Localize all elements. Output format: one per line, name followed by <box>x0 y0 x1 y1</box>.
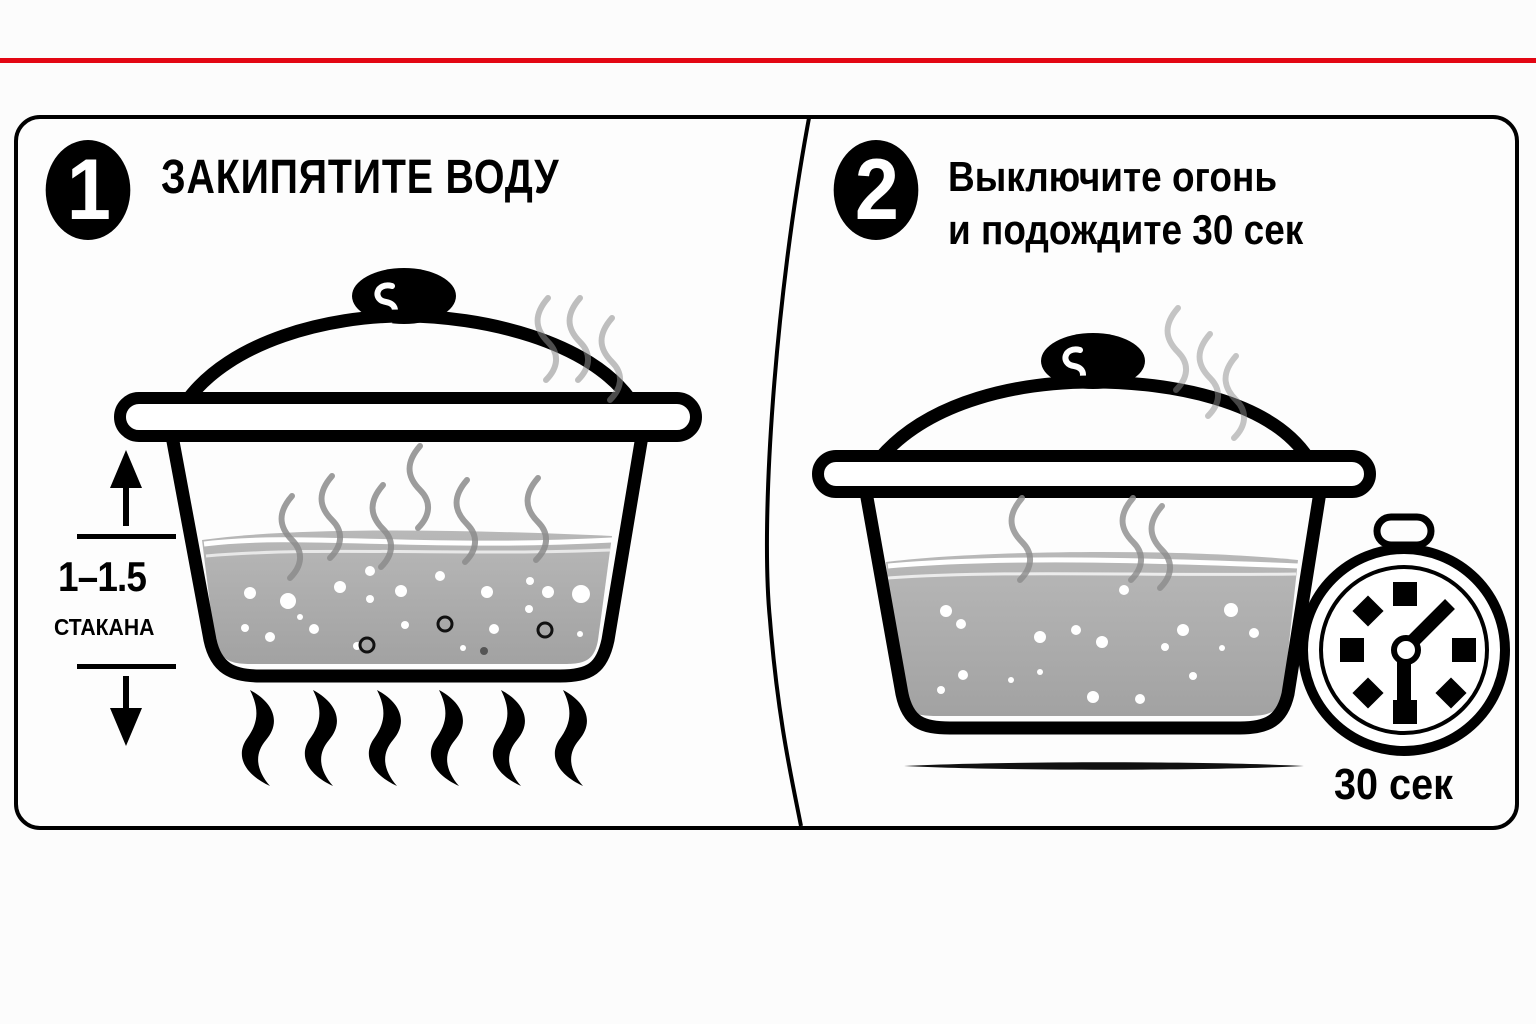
bubbles <box>937 585 1259 704</box>
dark-bubbles <box>358 615 554 654</box>
timer-label: 30 сек <box>1334 760 1453 809</box>
step-number-badge: 2 <box>833 140 919 240</box>
step-divider <box>764 117 811 827</box>
step-title: Выключите огонь и подождите 30 сек <box>948 150 1303 256</box>
steam-icon <box>1168 308 1245 438</box>
water-unit: СТАКАНА <box>54 614 155 640</box>
measure-indicator <box>77 450 176 746</box>
step-number: 2 <box>854 141 899 238</box>
stove-surface <box>904 762 1304 770</box>
accent-rule <box>0 58 1536 63</box>
step-title-line: Выключите огонь <box>948 153 1278 200</box>
step-title-line: и подождите 30 сек <box>948 206 1304 253</box>
flame-icon <box>241 690 587 786</box>
step-number-badge: 1 <box>45 140 131 240</box>
arrow-up-icon <box>110 450 142 526</box>
step-number: 1 <box>66 141 111 238</box>
step-title: ЗАКИПЯТИТЕ ВОДУ <box>161 151 560 204</box>
covered-pot-illustration <box>812 308 1376 770</box>
water-amount: 1–1.5 <box>58 553 147 600</box>
boiling-pot-illustration <box>114 268 702 786</box>
arrow-down-icon <box>110 676 142 746</box>
bubbles <box>241 566 590 651</box>
stopwatch-icon <box>1298 513 1510 756</box>
